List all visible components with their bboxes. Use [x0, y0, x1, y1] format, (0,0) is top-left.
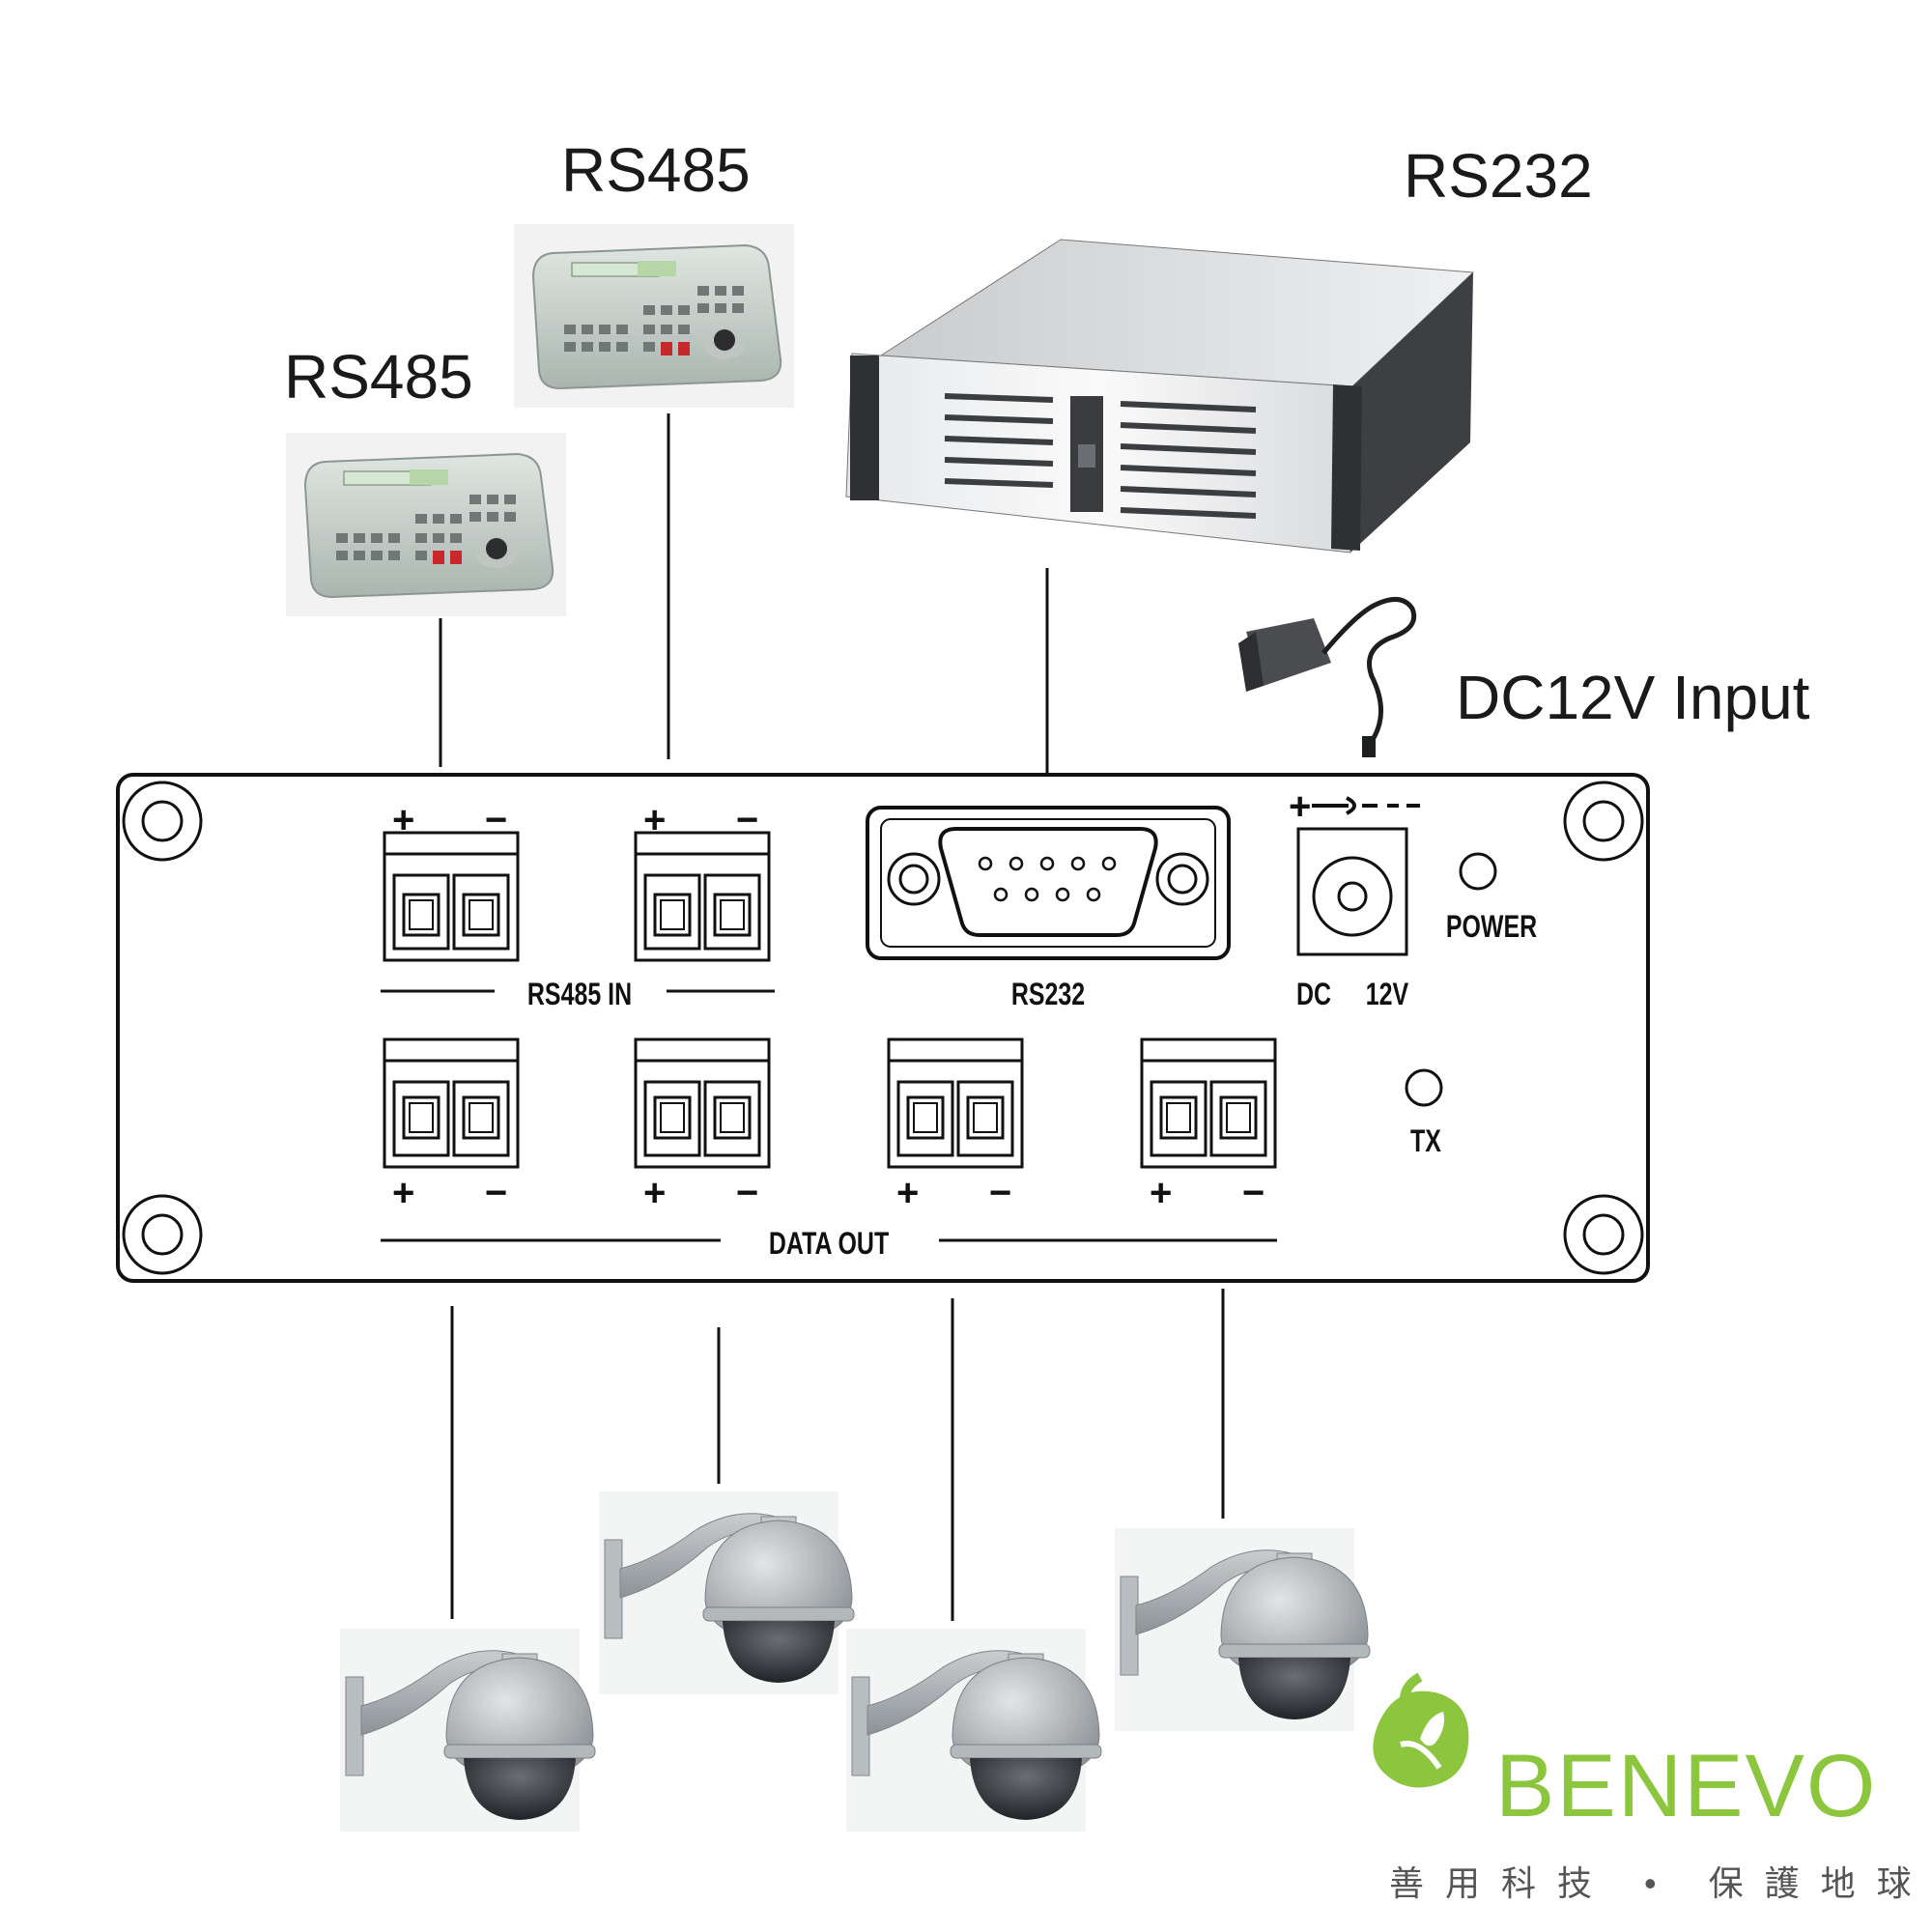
dome-camera-icon: [339, 1628, 596, 1833]
data-out-2-minus: −: [736, 1172, 758, 1214]
keyboard-controller-icon: [513, 223, 795, 409]
rs485-in-2-plus: +: [643, 799, 666, 841]
mounting-screw: [1563, 1194, 1644, 1275]
mounting-screw: [122, 781, 203, 862]
data-out-3-plus: +: [896, 1172, 919, 1214]
rs485-keyboard-2-label: RS485: [561, 135, 751, 205]
dc-voltage-label: 12V: [1366, 978, 1408, 1012]
dc-jack-icon: +: [1289, 785, 1420, 956]
db9-connector-icon: [866, 806, 1231, 960]
tx-led: [1405, 1068, 1443, 1107]
dc-input-label: DC12V Input: [1456, 663, 1810, 732]
svg-text:+: +: [1289, 785, 1311, 828]
connection-lines-bottom: [450, 1289, 1225, 1621]
rs485-in-terminal: [634, 831, 771, 962]
rs485-in-1-minus: −: [485, 799, 507, 841]
rack-server-icon: [845, 239, 1475, 554]
rs232-port-label: RS232: [1011, 978, 1085, 1012]
data-out-1-plus: +: [392, 1172, 414, 1214]
data-out-3-minus: −: [989, 1172, 1011, 1214]
dc-label: DC: [1296, 978, 1331, 1012]
brand-slogan: 善用科技 • 保護地球: [1389, 1863, 1932, 1903]
rs232-server-label: RS232: [1404, 141, 1593, 211]
data-out-4-plus: +: [1150, 1172, 1172, 1214]
rs485-in-2-minus: −: [736, 799, 758, 841]
connection-lines-top: [439, 413, 1049, 775]
rs485-in-terminal: [383, 831, 520, 962]
mounting-screw: [122, 1194, 203, 1275]
data-out-terminal: [1140, 1037, 1277, 1169]
leaf-logo-icon: [1373, 1672, 1469, 1788]
power-led: [1459, 852, 1497, 891]
dome-camera-icon: [598, 1491, 855, 1695]
data-out-4-minus: −: [1242, 1172, 1264, 1214]
keyboard-controller-icon: [285, 432, 567, 617]
dome-camera-icon: [845, 1628, 1102, 1833]
benevo-logo: BENEVO 善用科技 • 保護地球: [1373, 1672, 1932, 1903]
brand-name: BENEVO: [1495, 1737, 1877, 1835]
data-out-terminal: [634, 1037, 771, 1169]
data-out-label: DATA OUT: [769, 1227, 890, 1262]
power-label: POWER: [1446, 910, 1538, 945]
rs485-in-label: RS485 IN: [527, 978, 632, 1012]
rs485-in-1-plus: +: [392, 799, 414, 841]
power-adapter-icon: [1238, 597, 1417, 757]
data-out-terminal: [383, 1037, 520, 1169]
dome-camera-icon: [1114, 1527, 1371, 1732]
tx-label: TX: [1410, 1124, 1441, 1159]
rs485-keyboard-1-label: RS485: [284, 342, 473, 412]
mounting-screw: [1563, 781, 1644, 862]
data-out-2-plus: +: [643, 1172, 666, 1214]
data-out-terminal: [887, 1037, 1024, 1169]
data-out-1-minus: −: [485, 1172, 507, 1214]
